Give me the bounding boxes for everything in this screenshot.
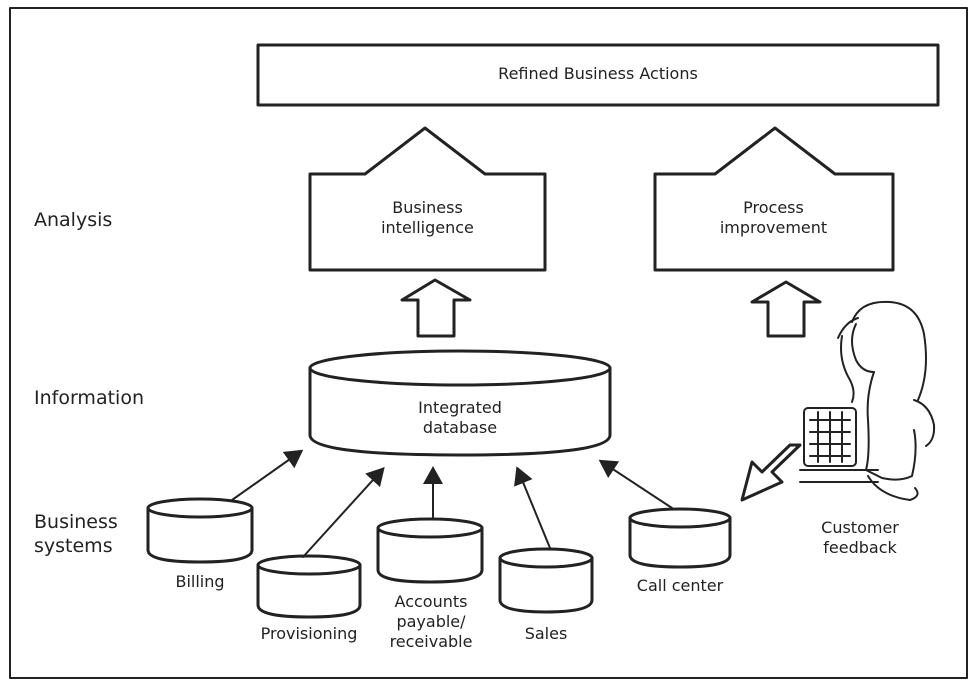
- arrow-feedback-to-pi: [750, 280, 822, 338]
- integrated-database-cylinder: [308, 349, 612, 457]
- page-frame: [9, 7, 968, 679]
- analysis-row-label: Analysis: [34, 209, 113, 231]
- customer-figure: [799, 300, 936, 501]
- provisioning-cylinder: [256, 554, 362, 619]
- integrated-database-line-1: Integrated: [418, 398, 502, 417]
- refined-actions-label: Refined Business Actions: [498, 64, 698, 83]
- provisioning-label: Provisioning: [260, 624, 358, 643]
- billing-cylinder: [146, 497, 254, 564]
- customer-feedback-line-2: feedback: [823, 538, 897, 557]
- business-intelligence-line-1: Business: [392, 198, 463, 217]
- call-center-cylinder: [628, 507, 732, 569]
- customer-feedback-label: Customer feedback: [800, 518, 920, 558]
- business-intelligence-line-2: intelligence: [381, 218, 474, 237]
- call-center-label: Call center: [636, 576, 724, 595]
- refined-actions-box: [256, 43, 940, 107]
- arrow-customer-to-call-center: [740, 443, 802, 502]
- accounts-line-3: receivable: [389, 632, 473, 651]
- business-systems-row-label: Business systems: [34, 510, 118, 558]
- process-improvement-box-shape: [653, 126, 895, 272]
- accounts-label: Accounts payable/ receivable: [372, 592, 490, 652]
- integrated-database-label: Integrated database: [360, 398, 560, 438]
- customer-feedback-line-1: Customer: [821, 518, 899, 537]
- accounts-line-2: payable/: [396, 612, 466, 631]
- arrow-provisioning-to-db: [302, 467, 385, 558]
- process-improvement-label: Process improvement: [676, 198, 871, 238]
- accounts-cylinder: [376, 517, 484, 584]
- arrow-db-to-bi: [400, 278, 472, 338]
- integrated-database-line-2: database: [422, 418, 498, 437]
- sales-label: Sales: [524, 624, 568, 643]
- business-intelligence-label: Business intelligence: [330, 198, 525, 238]
- sales-cylinder: [498, 547, 594, 614]
- arrow-call-center-to-db: [598, 459, 673, 509]
- business-systems-line-2: systems: [34, 535, 113, 557]
- process-improvement-line-1: Process: [743, 198, 804, 217]
- business-systems-line-1: Business: [34, 511, 118, 533]
- process-improvement-line-2: improvement: [719, 218, 828, 237]
- arrow-billing-to-db: [231, 449, 304, 501]
- information-row-label: Information: [34, 387, 144, 409]
- billing-label: Billing: [175, 572, 225, 591]
- accounts-line-1: Accounts: [394, 592, 468, 611]
- business-intelligence-box-shape: [308, 126, 547, 272]
- arrow-sales-to-db: [514, 466, 551, 549]
